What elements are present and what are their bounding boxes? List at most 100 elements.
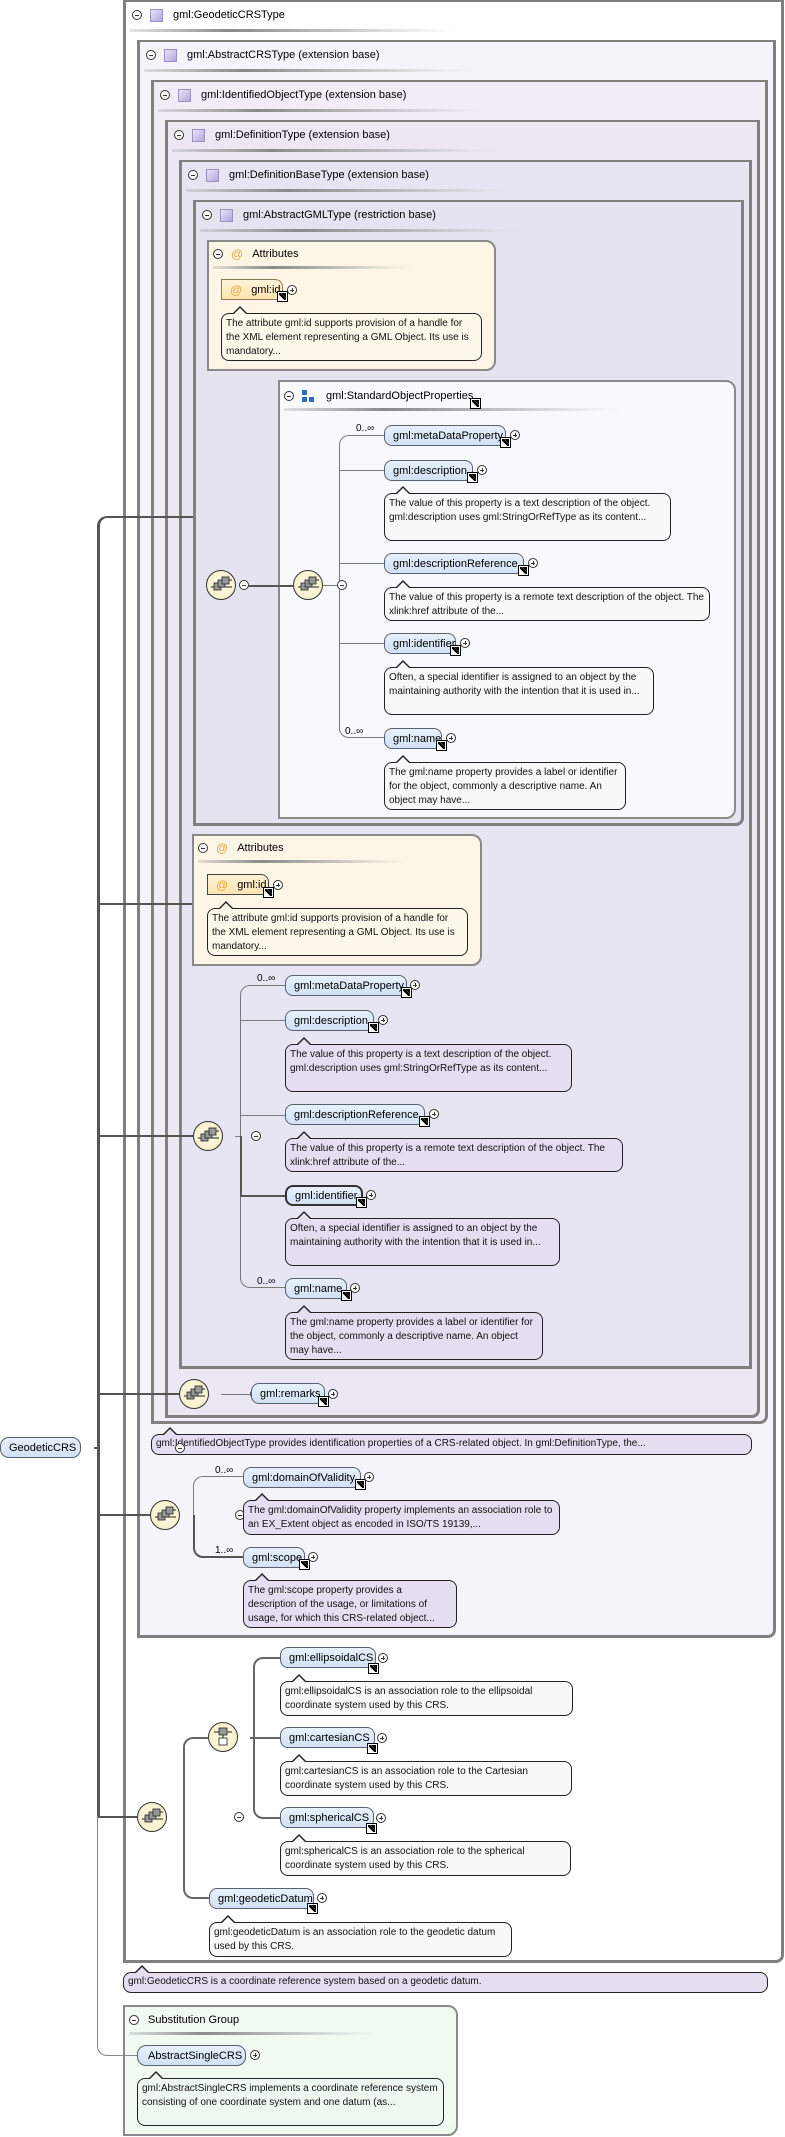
- link-arrow-icon[interactable]: [355, 1479, 366, 1490]
- expand-icon[interactable]: [378, 1015, 388, 1025]
- expand-icon[interactable]: [460, 638, 470, 648]
- link-arrow-icon[interactable]: [450, 645, 461, 656]
- expand-icon[interactable]: [429, 1109, 439, 1119]
- attribute-gml-id-2[interactable]: @ gml:id: [207, 874, 269, 895]
- element-description-text: Often, a special identifier is assigned …: [285, 1211, 560, 1266]
- expand-icon[interactable]: [350, 1283, 360, 1293]
- collapse-icon[interactable]: [129, 2015, 139, 2025]
- element-scope[interactable]: gml:scope: [243, 1547, 305, 1568]
- element-label: gml:description: [393, 464, 467, 477]
- connector: [339, 470, 384, 471]
- expand-icon[interactable]: [376, 1813, 386, 1823]
- expand-icon[interactable]: [308, 1552, 318, 1562]
- connector: [97, 1514, 150, 1516]
- collapse-icon[interactable]: [202, 210, 212, 220]
- collapse-icon[interactable]: [234, 1812, 245, 1822]
- link-arrow-icon[interactable]: [401, 987, 412, 998]
- link-arrow-icon[interactable]: [500, 437, 511, 448]
- element-spherical-cs[interactable]: gml:sphericalCS: [280, 1807, 374, 1828]
- complex-type-icon: [150, 8, 163, 22]
- link-arrow-icon[interactable]: [368, 1663, 379, 1674]
- collapse-icon[interactable]: [174, 130, 184, 140]
- attribute-gml-id-1[interactable]: @ gml:id: [221, 279, 283, 300]
- collapse-icon[interactable]: [284, 391, 294, 401]
- expand-icon[interactable]: [410, 980, 420, 990]
- header-divider: [158, 109, 488, 112]
- expand-icon[interactable]: [446, 733, 456, 743]
- element-remarks[interactable]: gml:remarks: [251, 1383, 325, 1404]
- element-description[interactable]: gml:description: [285, 1010, 374, 1031]
- element-name[interactable]: gml:name: [384, 728, 442, 749]
- trunk-line: [94, 1447, 99, 1449]
- expand-icon[interactable]: [528, 558, 538, 568]
- connector: [339, 563, 384, 564]
- attribute-description: The attribute gml:id supports provision …: [221, 306, 482, 361]
- link-arrow-icon[interactable]: [467, 472, 478, 483]
- link-arrow-icon[interactable]: [318, 1396, 329, 1407]
- link-arrow-icon[interactable]: [367, 1743, 378, 1754]
- element-description-text: gml:sphericalCS is an association role t…: [280, 1834, 571, 1876]
- collapse-icon[interactable]: [188, 170, 198, 180]
- connector: [240, 1136, 242, 1196]
- link-arrow-icon[interactable]: [299, 1559, 310, 1570]
- expand-icon[interactable]: [364, 1472, 374, 1482]
- link-arrow-icon[interactable]: [419, 1116, 430, 1127]
- element-ellipsoidal-cs[interactable]: gml:ellipsoidalCS: [280, 1647, 376, 1668]
- sequence-compositor-geodetic[interactable]: [137, 1802, 167, 1832]
- element-domain-of-validity[interactable]: gml:domainOfValidity: [243, 1467, 361, 1488]
- sequence-compositor-2[interactable]: [193, 1121, 223, 1151]
- sequence-compositor-crs[interactable]: [150, 1500, 180, 1530]
- expand-icon[interactable]: [250, 2050, 260, 2060]
- sequence-compositor-inner-1[interactable]: [293, 570, 323, 600]
- collapse-icon[interactable]: [132, 10, 142, 20]
- collapse-icon[interactable]: [175, 1443, 186, 1453]
- link-arrow-icon[interactable]: [341, 1290, 352, 1301]
- element-name[interactable]: gml:name: [285, 1278, 347, 1299]
- expand-icon[interactable]: [377, 1733, 387, 1743]
- expand-icon[interactable]: [328, 1389, 338, 1399]
- link-arrow-icon[interactable]: [277, 291, 288, 302]
- collapse-icon[interactable]: [213, 249, 223, 259]
- element-metadataproperty[interactable]: gml:metaDataProperty: [285, 975, 407, 996]
- element-identifier[interactable]: gml:identifier: [384, 633, 456, 654]
- header-divider: [129, 2032, 379, 2035]
- sequence-compositor-outer-1[interactable]: [206, 570, 236, 600]
- collapse-icon[interactable]: [239, 580, 249, 590]
- element-description[interactable]: gml:description: [384, 460, 473, 481]
- link-arrow-icon[interactable]: [366, 1823, 377, 1834]
- collapse-icon[interactable]: [198, 843, 208, 853]
- complex-type-icon: [164, 48, 177, 62]
- element-abstract-single-crs[interactable]: AbstractSingleCRS: [137, 2045, 246, 2066]
- expand-icon[interactable]: [510, 430, 520, 440]
- type-title: gml:AbstractGMLType (restriction base): [243, 209, 436, 221]
- type-header: gml:DefinitionBaseType (extension base): [188, 167, 429, 183]
- link-arrow-icon[interactable]: [518, 565, 529, 576]
- link-arrow-icon[interactable]: [470, 398, 481, 409]
- root-element-geodetic-crs[interactable]: GeodeticCRS: [0, 1437, 81, 1458]
- element-cartesian-cs[interactable]: gml:cartesianCS: [280, 1727, 375, 1748]
- element-identifier[interactable]: gml:identifier: [285, 1185, 363, 1206]
- attribute-description: The attribute gml:id supports provision …: [207, 901, 468, 956]
- link-arrow-icon[interactable]: [263, 887, 274, 898]
- link-arrow-icon[interactable]: [436, 740, 447, 751]
- collapse-icon[interactable]: [160, 90, 170, 100]
- link-arrow-icon[interactable]: [307, 1903, 318, 1914]
- collapse-icon[interactable]: [146, 50, 156, 60]
- element-metadataproperty[interactable]: gml:metaDataProperty: [384, 425, 506, 446]
- expand-icon[interactable]: [477, 465, 487, 475]
- connector: [193, 1515, 243, 1558]
- collapse-icon[interactable]: [251, 1131, 262, 1141]
- expand-icon[interactable]: [287, 285, 297, 295]
- element-description-reference[interactable]: gml:descriptionReference: [384, 553, 524, 574]
- element-description-reference[interactable]: gml:descriptionReference: [285, 1104, 425, 1125]
- expand-icon[interactable]: [366, 1190, 376, 1200]
- expand-icon[interactable]: [317, 1893, 327, 1903]
- expand-icon[interactable]: [273, 880, 283, 890]
- expand-icon[interactable]: [378, 1653, 388, 1663]
- link-arrow-icon[interactable]: [356, 1197, 367, 1208]
- choice-compositor[interactable]: [208, 1722, 238, 1752]
- collapse-icon[interactable]: [337, 580, 348, 590]
- sequence-compositor-remarks[interactable]: [179, 1379, 209, 1409]
- element-geodetic-datum[interactable]: gml:geodeticDatum: [209, 1888, 314, 1909]
- link-arrow-icon[interactable]: [368, 1022, 379, 1033]
